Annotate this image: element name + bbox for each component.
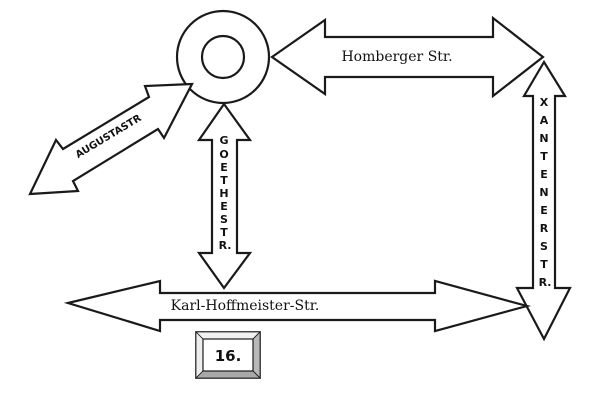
goethestr-letter: H — [219, 187, 228, 200]
house-number-box: 16. — [195, 331, 261, 379]
house-number-label: 16. — [215, 347, 242, 365]
xantenerstr-letter: T — [540, 258, 548, 271]
goethestr-label: G O E T H E S T R. — [219, 134, 232, 252]
goethestr-letter: E — [220, 161, 228, 174]
roundabout-inner-circle — [200, 34, 246, 80]
goethestr-letter: G — [219, 134, 228, 147]
xantenerstr-letter: N — [539, 132, 548, 145]
xantenerstr-letter: A — [540, 114, 549, 127]
box-bevel-left — [195, 331, 204, 379]
homberger-str-label: Homberger Str. — [341, 49, 452, 65]
karl-hoffmeister-str-label: Karl-Hoffmeister-Str. — [171, 298, 320, 314]
goethestr-arrow — [196, 102, 253, 290]
goethestr-letter: T — [220, 226, 228, 239]
karl-hoffmeister-str-arrow — [63, 279, 532, 333]
xantenerstr-letter: X — [540, 96, 549, 109]
goethestr-letter: T — [220, 174, 228, 187]
xantenerstr-letter: T — [540, 150, 548, 163]
box-inner-panel — [202, 338, 254, 372]
goethestr-letter: R. — [219, 239, 232, 252]
goethestr-letter: E — [220, 200, 228, 213]
xantenerstr-letter: E — [540, 204, 548, 217]
xantenerstr-letter: S — [540, 240, 548, 253]
xantenerstr-letter: E — [540, 168, 548, 181]
xantenerstr-letter: R — [540, 222, 549, 235]
box-bevel-bottom — [195, 370, 261, 379]
xantenerstr-letter: R. — [539, 276, 552, 289]
xantenerstr-letter: N — [539, 186, 548, 199]
goethestr-letter: S — [220, 213, 228, 226]
box-bevel-top — [195, 331, 261, 340]
goethestr-letter: O — [219, 148, 228, 161]
xantenerstr-label: X A N T E N E R S T R. — [539, 96, 552, 289]
homberger-str-arrow — [270, 15, 545, 99]
xantenerstr-arrow — [515, 59, 572, 342]
box-bevel-right — [252, 331, 261, 379]
augustastr-arrow — [28, 82, 194, 196]
